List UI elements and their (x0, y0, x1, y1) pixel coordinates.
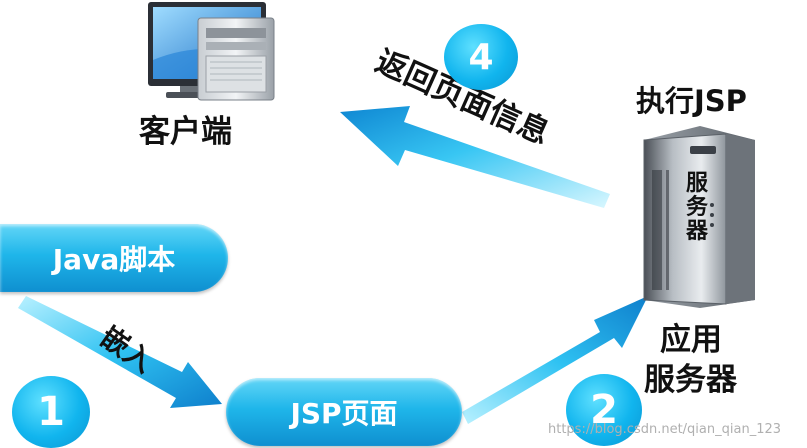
embed-arrow (18, 296, 222, 408)
step-2-badge: 2 (566, 374, 642, 446)
step-4-number: 4 (468, 36, 494, 78)
step-1-number: 1 (37, 389, 65, 435)
app-server-label-line2: 服务器 (644, 362, 737, 398)
server-body-text: 服 务 器 (682, 172, 712, 244)
step-1-badge: 1 (12, 376, 90, 448)
java-script-label: Java脚本 (52, 243, 176, 276)
step-4-badge: 4 (444, 24, 518, 90)
server-char-1: 服 (685, 171, 708, 196)
app-server-label-line1: 应用 (660, 322, 722, 358)
jsp-page-label: JSP页面 (290, 397, 398, 430)
to-server-arrow (462, 296, 648, 424)
server-char-3: 器 (685, 219, 708, 244)
jsp-page-pill: JSP页面 (226, 378, 462, 446)
execute-jsp-label: 执行JSP (636, 84, 747, 118)
server-char-2: 务 (685, 195, 708, 220)
watermark-text: https://blog.csdn.net/qian_qian_123 (548, 422, 782, 437)
return-arrow (340, 106, 610, 208)
step-2-number: 2 (590, 387, 618, 433)
java-script-pill: Java脚本 (0, 224, 228, 292)
client-label: 客户端 (139, 114, 232, 150)
